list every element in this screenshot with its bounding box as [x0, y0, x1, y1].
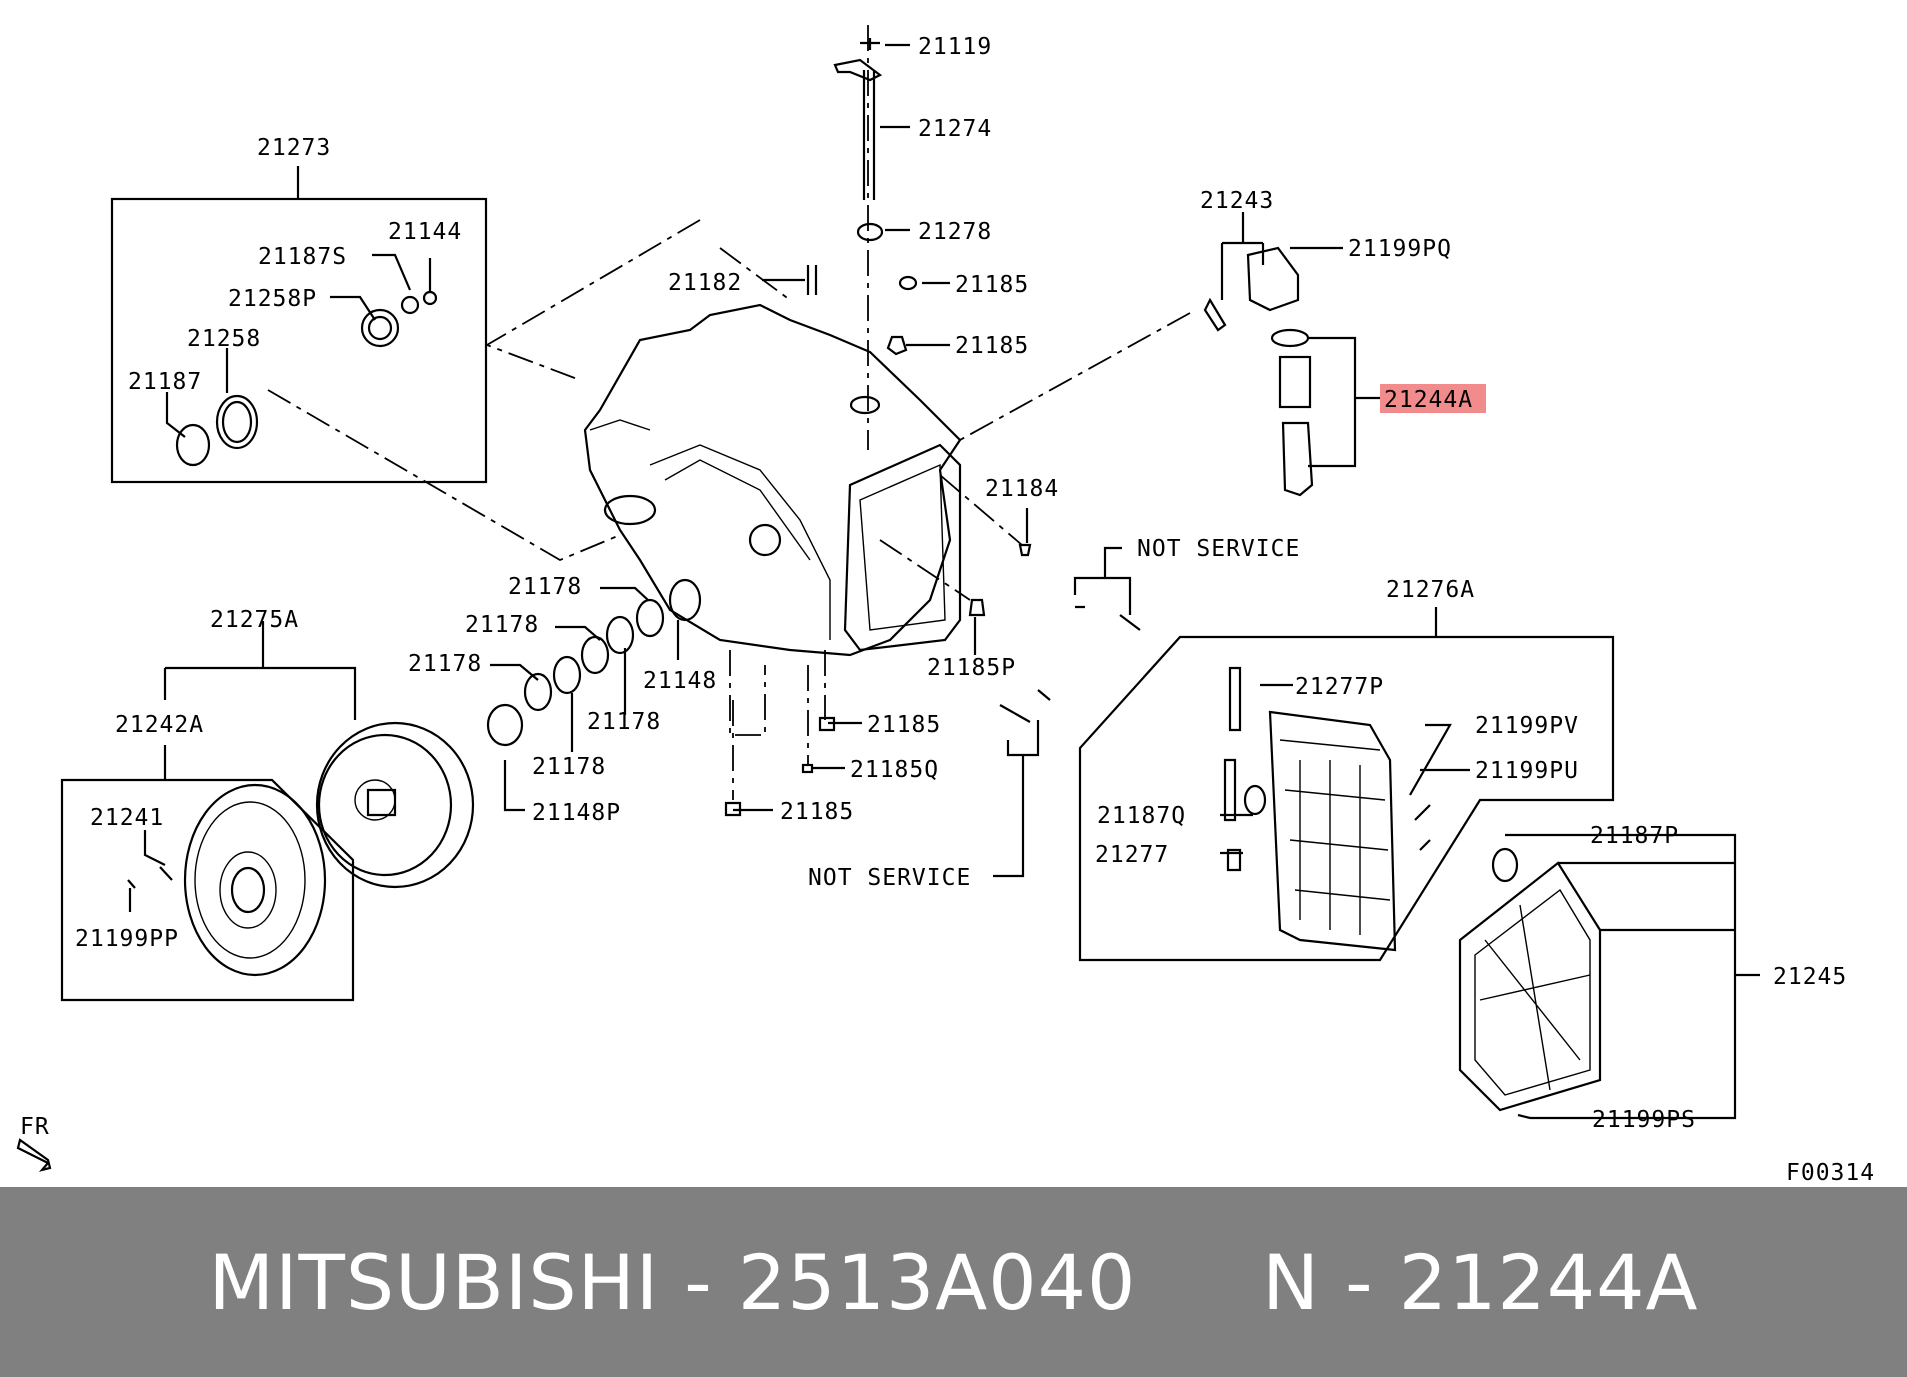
highlight-21244A: [1380, 384, 1486, 413]
label-21245[interactable]: 21245: [1773, 964, 1847, 990]
footer-part-number: MITSUBISHI - 2513A040 N - 21244A: [208, 1237, 1699, 1327]
label-21178-b[interactable]: 21178: [465, 612, 539, 638]
oil-pan: [1458, 861, 1602, 1112]
label-21273[interactable]: 21273: [257, 135, 331, 161]
fr-label: FR: [20, 1114, 50, 1140]
label-21187S[interactable]: 21187S: [258, 244, 347, 270]
parts-diagram: FR 21119 21274 21278 21182 21185 21185 2…: [16, 25, 1875, 1186]
label-21185-d[interactable]: 21185: [780, 799, 854, 825]
label-21184[interactable]: 21184: [985, 476, 1059, 502]
label-21187P[interactable]: 21187P: [1590, 823, 1679, 849]
label-21277P[interactable]: 21277P: [1295, 674, 1384, 700]
label-21277[interactable]: 21277: [1095, 842, 1169, 868]
label-21148[interactable]: 21148: [643, 668, 717, 694]
label-21185-c[interactable]: 21185: [867, 712, 941, 738]
box-21276A: [1078, 635, 1615, 962]
transmission-case: [583, 303, 962, 657]
label-21199PU[interactable]: 21199PU: [1475, 758, 1579, 784]
label-21199PQ[interactable]: 21199PQ: [1348, 236, 1452, 262]
label-21275A[interactable]: 21275A: [210, 607, 299, 633]
label-21199PP[interactable]: 21199PP: [75, 926, 179, 952]
label-21178-c[interactable]: 21178: [408, 651, 482, 677]
part-labels: 21119 21274 21278 21182 21185 21185 2127…: [75, 34, 1875, 1186]
label-21242A[interactable]: 21242A: [115, 712, 204, 738]
label-21178-a[interactable]: 21178: [508, 574, 582, 600]
label-21274[interactable]: 21274: [918, 116, 992, 142]
label-21178-d[interactable]: 21178: [587, 709, 661, 735]
label-not-service-1: NOT SERVICE: [1137, 536, 1300, 562]
valve-body: [1268, 710, 1397, 952]
label-21182[interactable]: 21182: [668, 270, 742, 296]
parts-artwork: [127, 38, 1602, 1120]
footer-bar: MITSUBISHI - 2513A040 N - 21244A: [0, 1187, 1907, 1377]
torque-converter: [315, 721, 475, 889]
label-21199PS[interactable]: 21199PS: [1592, 1107, 1696, 1133]
figure-code: F00314: [1786, 1160, 1875, 1186]
label-21278[interactable]: 21278: [918, 219, 992, 245]
drive-plate: [183, 783, 327, 977]
label-21119[interactable]: 21119: [918, 34, 992, 60]
fr-arrow-icon: [16, 1138, 52, 1172]
label-21199PV[interactable]: 21199PV: [1475, 713, 1579, 739]
label-21187[interactable]: 21187: [128, 369, 202, 395]
label-21185-a[interactable]: 21185: [955, 272, 1029, 298]
label-21185Q[interactable]: 21185Q: [850, 757, 939, 783]
label-21185-b[interactable]: 21185: [955, 333, 1029, 359]
front-direction-arrow: FR: [16, 1114, 52, 1172]
leader-lines: [128, 43, 1760, 1120]
label-21178-e[interactable]: 21178: [532, 754, 606, 780]
label-21258[interactable]: 21258: [187, 326, 261, 352]
assembly-dashed-lines: [267, 25, 1191, 800]
label-21185P[interactable]: 21185P: [927, 655, 1016, 681]
label-21243[interactable]: 21243: [1200, 188, 1274, 214]
label-21144[interactable]: 21144: [388, 219, 462, 245]
label-not-service-2: NOT SERVICE: [808, 865, 971, 891]
label-21258P[interactable]: 21258P: [228, 286, 317, 312]
label-21241[interactable]: 21241: [90, 805, 164, 831]
box-21242A: [60, 778, 355, 1002]
label-21276A[interactable]: 21276A: [1386, 577, 1475, 603]
label-21244A[interactable]: 21244A: [1384, 387, 1473, 413]
label-21148P[interactable]: 21148P: [532, 800, 621, 826]
label-21187Q[interactable]: 21187Q: [1097, 803, 1186, 829]
